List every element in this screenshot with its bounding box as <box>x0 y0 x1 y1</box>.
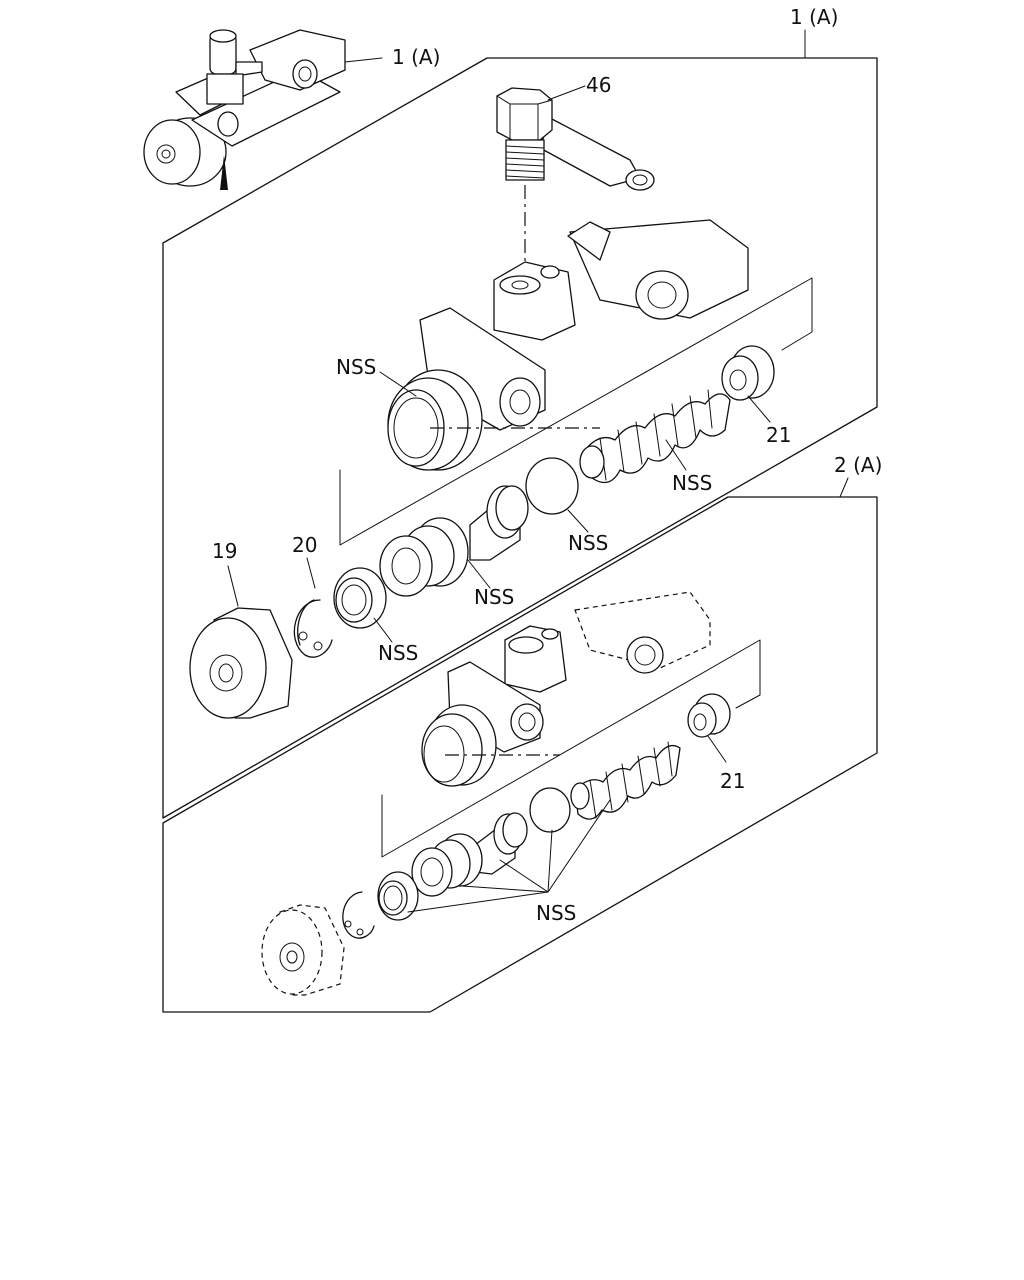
lower-cup-seal <box>529 787 571 833</box>
upper-cup-seal <box>525 457 579 515</box>
lower-assembly-label: 2 (A) <box>834 453 882 477</box>
lower-return-spring <box>570 741 681 820</box>
nss-seal-leader <box>373 617 393 643</box>
part-19-label: 19 <box>212 539 237 563</box>
nss-cup-leader <box>567 509 589 533</box>
part-20-leader <box>306 557 316 589</box>
lower-snap-ring <box>342 891 375 939</box>
nss-body-leader <box>379 371 417 397</box>
lower-seal-ring <box>377 871 419 921</box>
part-21-lower-label: 21 <box>720 769 745 793</box>
part-20-snap-ring <box>293 599 333 658</box>
part-20-label: 20 <box>292 533 317 557</box>
upper-return-spring <box>579 389 731 484</box>
part-21-upper-label: 21 <box>766 423 791 447</box>
lower-cylinder-body <box>421 591 711 787</box>
nss-cup-label: NSS <box>568 531 608 555</box>
nss-spring-leader <box>665 439 687 471</box>
lower-piston <box>411 812 528 897</box>
part-21-lower-leader <box>707 735 727 763</box>
top-assembly-label: 1 (A) <box>790 5 838 29</box>
lower-assembly-leader <box>839 477 849 498</box>
nss-lower-group-leaders <box>407 799 611 913</box>
upper-seal-ring <box>333 567 387 629</box>
part-46-label: 46 <box>586 73 611 97</box>
upper-internals-bracket <box>339 277 813 546</box>
nss-piston-label: NSS <box>474 585 514 609</box>
inset-assembly-label: 1 (A) <box>392 45 440 69</box>
nss-spring-label: NSS <box>672 471 712 495</box>
part-46-fitting <box>496 87 655 191</box>
part-19-leader <box>227 565 239 607</box>
assembled-cylinder-inset <box>143 29 346 190</box>
lower-assembly-frame <box>162 496 878 1013</box>
part-19-end-cap <box>189 607 293 719</box>
part-21-upper-leader <box>747 395 771 423</box>
part-21-upper <box>721 345 775 401</box>
upper-cylinder-body <box>387 219 749 471</box>
inset-assembly-leader <box>344 57 383 63</box>
lower-internals-bracket <box>381 639 761 858</box>
part-46-leader <box>547 85 586 101</box>
upper-piston <box>379 485 529 597</box>
nss-lower-group-label: NSS <box>536 901 576 925</box>
nss-piston-leader <box>467 559 491 589</box>
nss-body-label: NSS <box>336 355 376 379</box>
upper-assembly-frame <box>162 57 878 819</box>
nss-seal-label: NSS <box>378 641 418 665</box>
part-21-lower <box>687 693 731 738</box>
lower-end-cap <box>261 904 345 996</box>
